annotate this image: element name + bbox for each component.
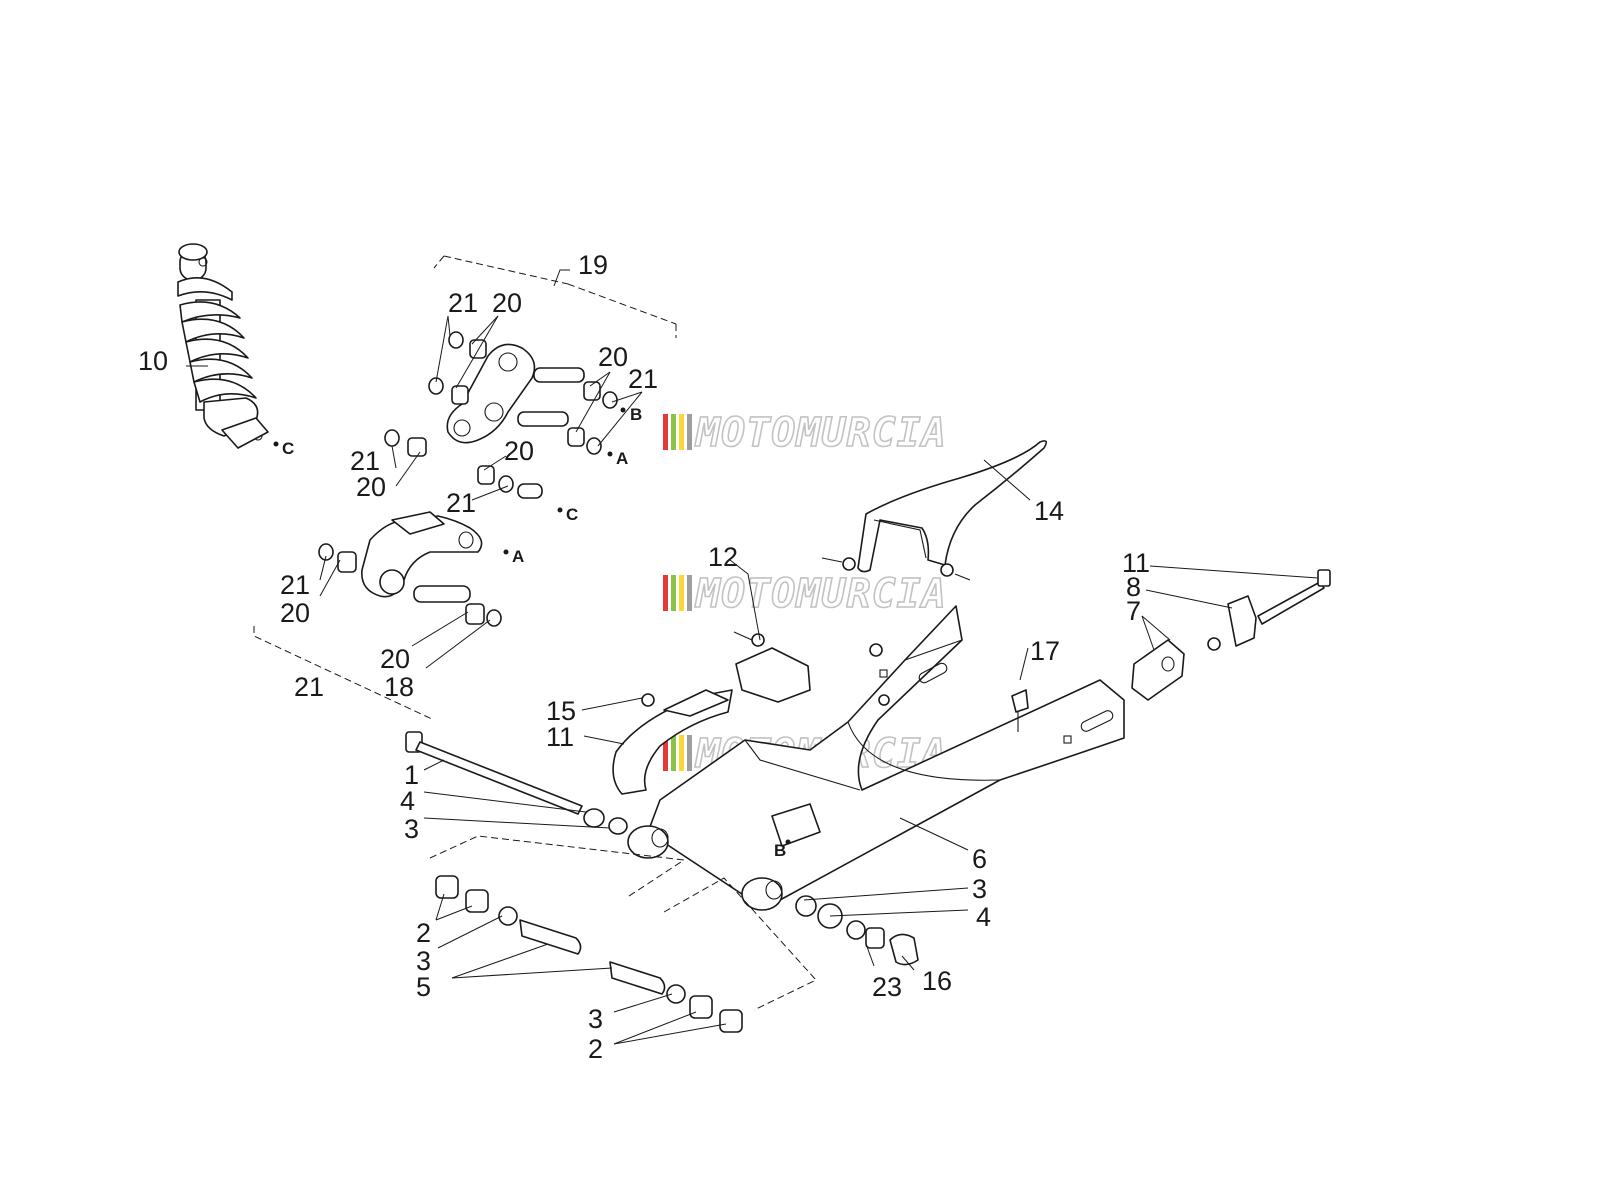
- watermark-stripe-yellow: [679, 575, 684, 611]
- pivot-cap-parts: [795, 895, 919, 966]
- part-label: 16: [922, 966, 952, 996]
- part-label: 20: [598, 342, 628, 372]
- leader-lines: [186, 269, 1319, 1045]
- pivot-bushings-left: [435, 875, 582, 955]
- part-label: 11: [1122, 548, 1150, 578]
- tie-rod-link: [318, 511, 502, 627]
- part-label: 20: [380, 644, 410, 674]
- watermark-text: MOTOMURCIA: [694, 571, 947, 617]
- part-label: 6: [972, 844, 987, 874]
- watermark-stripe-grey: [687, 414, 692, 450]
- ref-label-c: C: [282, 439, 294, 458]
- part-label: 19: [578, 250, 608, 280]
- ref-label-c: C: [566, 505, 578, 524]
- watermark-top: MOTOMURCIA: [663, 409, 947, 457]
- sensor: [1011, 689, 1029, 732]
- swingarm: [627, 605, 1125, 911]
- part-label: 12: [708, 542, 738, 572]
- part-label: 20: [356, 472, 386, 502]
- watermark-stripe-yellow: [679, 414, 684, 450]
- ref-dot: [503, 549, 509, 555]
- chain-guard: [821, 440, 1048, 581]
- watermark-stripe-red: [663, 575, 668, 611]
- chain-adjuster: [1131, 569, 1331, 701]
- part-label: 4: [400, 786, 415, 816]
- watermark-stripe-green: [671, 414, 676, 450]
- pivot-bolt: [405, 731, 628, 835]
- ref-dot: [607, 451, 613, 457]
- part-label: 14: [1034, 496, 1064, 526]
- part-label: 21: [350, 446, 380, 476]
- part-label: 21: [448, 288, 478, 318]
- part-label: 21: [294, 672, 324, 702]
- watermark-stripe-green: [671, 735, 676, 771]
- part-labels: 10 19 21 20 20 21 21 20 20 21 14 12 11 8…: [138, 250, 1150, 1064]
- watermark-stripe-red: [663, 735, 668, 771]
- part-label: 17: [1030, 636, 1060, 666]
- ref-dot: [557, 507, 563, 513]
- chain-slider: [612, 689, 733, 795]
- part-label: 3: [404, 814, 419, 844]
- ref-label-b: B: [630, 405, 642, 424]
- part-label: 21: [628, 364, 658, 394]
- part-label: 20: [504, 436, 534, 466]
- ref-label-b: B: [774, 841, 786, 860]
- part-label: 10: [138, 346, 168, 376]
- ref-dot: [620, 407, 626, 413]
- part-label: 2: [416, 918, 431, 948]
- part-label: 2: [588, 1034, 603, 1064]
- ref-dot: [785, 839, 791, 845]
- watermark-stripe-green: [671, 575, 676, 611]
- reference-markers: C B A C A B: [273, 405, 791, 860]
- part-label: 20: [280, 598, 310, 628]
- part-label: 7: [1126, 596, 1141, 626]
- part-label: 4: [976, 902, 991, 932]
- part-label: 21: [280, 570, 310, 600]
- group-brackets: [253, 255, 817, 1011]
- watermark-text: MOTOMURCIA: [694, 410, 947, 456]
- watermark-stripe-grey: [687, 735, 692, 771]
- rocker-bushings: [384, 331, 618, 499]
- watermark-stripe-yellow: [679, 735, 684, 771]
- ref-dot: [273, 441, 279, 447]
- part-label: 8: [1126, 572, 1141, 602]
- watermark-stripe-red: [663, 414, 668, 450]
- ref-label-a: A: [616, 449, 628, 468]
- part-label: 20: [492, 288, 522, 318]
- part-label: 5: [416, 972, 431, 1002]
- pivot-bushings-right: [609, 961, 743, 1033]
- rocker-link: [446, 343, 536, 444]
- watermark-stripe-grey: [687, 575, 692, 611]
- part-label: 18: [384, 672, 414, 702]
- part-label: 21: [446, 488, 476, 518]
- part-label: 1: [404, 760, 419, 790]
- part-label: 3: [972, 874, 987, 904]
- ref-label-a: A: [512, 547, 524, 566]
- watermark-middle: MOTOMURCIA: [663, 570, 947, 618]
- part-label: 3: [416, 946, 431, 976]
- part-label: 11: [546, 722, 574, 752]
- bracket: [733, 631, 811, 703]
- part-label: 23: [872, 972, 902, 1002]
- part-label: 15: [546, 696, 576, 726]
- shock-absorber: [177, 243, 269, 449]
- part-label: 3: [588, 1004, 603, 1034]
